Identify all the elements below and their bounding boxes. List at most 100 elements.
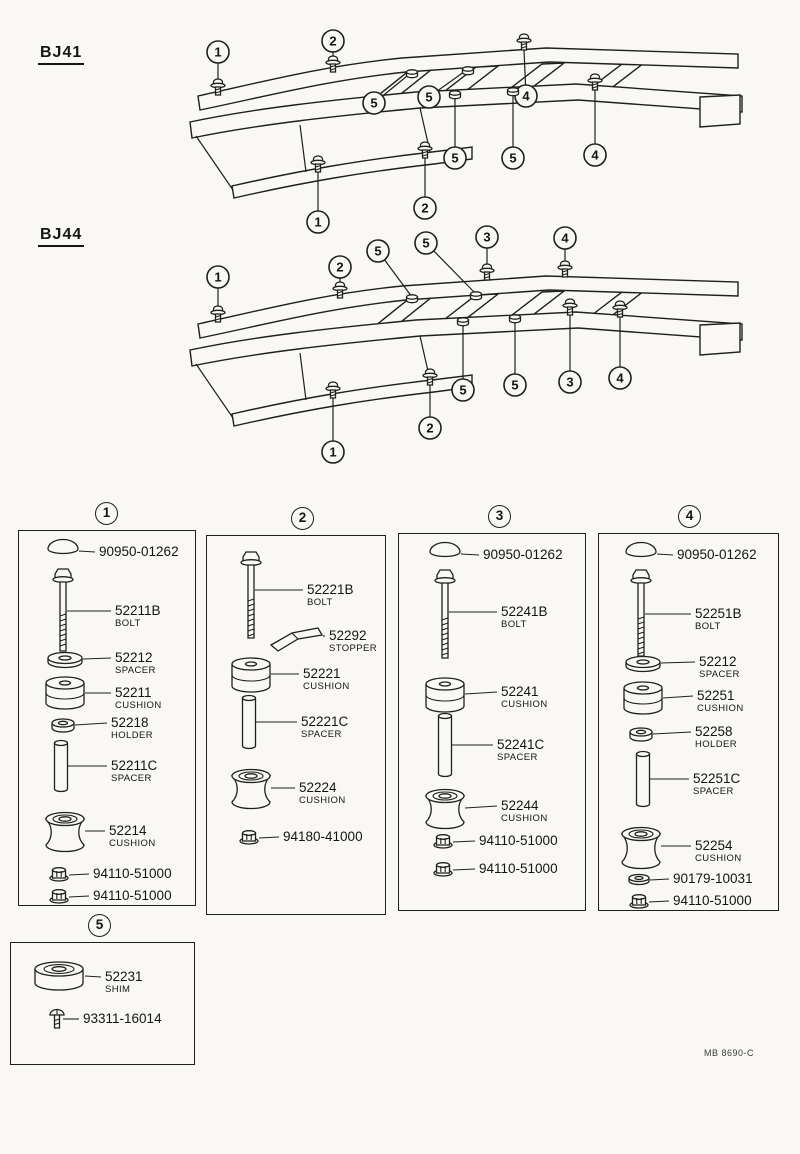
callout-circle	[418, 416, 442, 440]
leader-line	[74, 722, 108, 726]
callout-number: 5	[459, 383, 466, 398]
callout-4: 4	[514, 33, 538, 108]
leader-line	[452, 868, 476, 871]
callout-circle	[608, 366, 632, 390]
part-number: 52212	[115, 650, 153, 665]
callout-number: 2	[426, 421, 433, 436]
leader-line	[464, 691, 498, 695]
callout-1: 1	[206, 265, 230, 323]
part-icon-bolt	[434, 569, 456, 659]
part-number: 52251B	[695, 606, 742, 621]
callout-circle	[362, 91, 386, 115]
part-icon-cushion	[231, 657, 271, 693]
leader-line	[662, 695, 694, 699]
callout-circle	[321, 440, 345, 464]
part-number: 52231	[105, 969, 143, 984]
part-icon-tube	[635, 750, 651, 808]
callout-number: 2	[336, 260, 343, 275]
leader-line	[384, 259, 413, 298]
part-number: 94110-51000	[93, 888, 172, 903]
leader-line	[452, 840, 476, 843]
part-name: CUSHION	[303, 681, 350, 692]
callout-5: 5	[362, 69, 419, 115]
box-callout-number: 4	[678, 505, 701, 528]
callout-5: 5	[443, 90, 467, 170]
callout-circle	[503, 373, 527, 397]
callout-number: 3	[566, 375, 573, 390]
part-94110-51000: 94110-51000	[433, 833, 558, 849]
part-name: CUSHION	[501, 813, 548, 824]
callout-circle	[306, 210, 330, 234]
part-name: CUSHION	[299, 795, 346, 806]
part-number: 52241C	[497, 737, 545, 752]
callout-4: 4	[583, 73, 607, 167]
callout-1: 1	[306, 155, 330, 234]
part-number: 52211B	[115, 603, 161, 618]
part-icon-tube	[53, 739, 69, 793]
figure-code: MB 8690-C	[704, 1048, 755, 1058]
part-icon-nut	[433, 834, 453, 849]
leader-line	[649, 878, 670, 881]
part-number: 52221C	[301, 714, 349, 729]
part-name: BOLT	[695, 621, 721, 632]
callout-number: 5	[425, 90, 432, 105]
callout-2: 2	[328, 255, 352, 299]
leader-line	[433, 250, 477, 295]
callout-circle	[321, 29, 345, 53]
leader-line	[68, 873, 90, 876]
parts-box-canvas: 52221BBOLT52292STOPPER52221CUSHION52221C…	[230, 551, 377, 845]
part-number: 90950-01262	[483, 547, 563, 562]
leader-line	[460, 553, 480, 556]
callout-circle	[206, 40, 230, 64]
part-icon-tube	[241, 694, 257, 750]
callout-number: 1	[214, 270, 221, 285]
part-name: BOLT	[115, 618, 141, 629]
parts-box-canvas: 90950-0126252241BBOLT52241CUSHION52241CS…	[424, 541, 563, 877]
box-callout-number: 2	[291, 507, 314, 530]
callout-circle	[501, 146, 525, 170]
part-number: 52224	[299, 780, 337, 795]
part-90950-01262: 90950-01262	[47, 538, 179, 559]
part-name: SPACER	[693, 786, 734, 797]
part-number: 90950-01262	[99, 544, 179, 559]
callout-5: 5	[501, 87, 525, 170]
callout-circle	[558, 370, 582, 394]
part-number: 52214	[109, 823, 147, 838]
model-label-bj44: BJ44	[38, 226, 85, 247]
part-icon-bolt	[52, 568, 74, 652]
part-number: 52292	[329, 628, 367, 643]
part-94110-51000: 94110-51000	[629, 893, 752, 909]
part-icon-holder	[51, 718, 75, 733]
part-icon-cushion-grooved	[424, 788, 466, 830]
part-number: 94110-51000	[479, 833, 558, 848]
part-name: CUSHION	[109, 838, 156, 849]
callout-4: 4	[553, 226, 577, 278]
part-icon-cushion	[45, 676, 85, 710]
part-icon-cushion	[623, 681, 663, 715]
part-name: SPACER	[699, 669, 740, 680]
box-callout-number: 5	[88, 914, 111, 937]
part-name: SPACER	[111, 773, 152, 784]
part-name: STOPPER	[329, 643, 377, 654]
part-icon-washer	[628, 873, 650, 886]
part-number: 52218	[111, 715, 149, 730]
part-number: 52212	[699, 654, 737, 669]
part-number: 52221	[303, 666, 341, 681]
callout-number: 5	[511, 378, 518, 393]
model-label-bj41: BJ41	[38, 44, 85, 65]
leader-line	[660, 661, 696, 664]
